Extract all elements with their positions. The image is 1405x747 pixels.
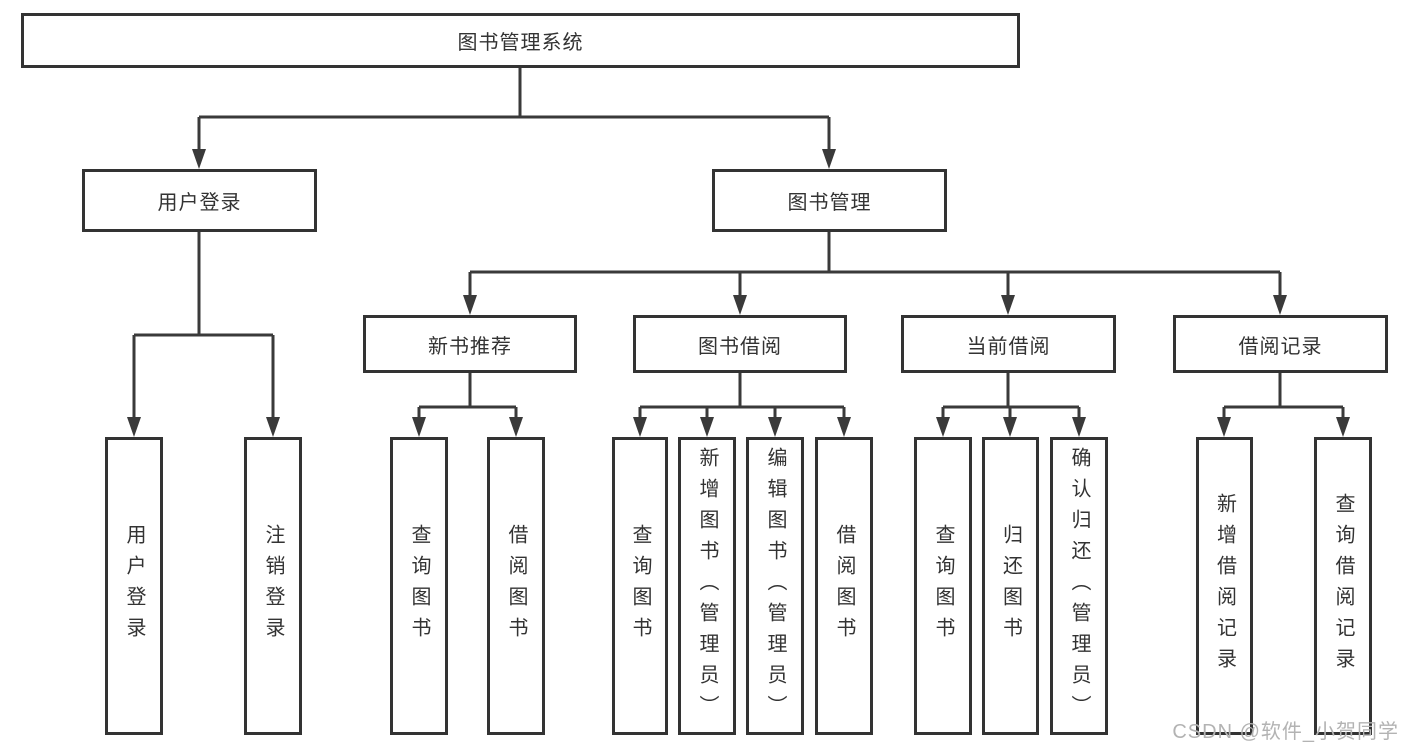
node-new-book-recommend: 新书推荐 xyxy=(363,315,577,373)
node-user-login: 用户登录 xyxy=(82,169,317,232)
leaf-borrow-books-recommend: 借阅图书 xyxy=(487,437,545,735)
node-current-borrow: 当前借阅 xyxy=(901,315,1116,373)
leaf-logout: 注销登录 xyxy=(244,437,302,735)
leaf-add-borrow-record: 新增借阅记录 xyxy=(1196,437,1253,735)
leaf-add-book-admin: 新增图书（管理员） xyxy=(678,437,736,735)
leaf-query-books-current: 查询图书 xyxy=(914,437,972,735)
watermark-text: CSDN @软件_小贺同学 xyxy=(1172,721,1399,743)
leaf-query-books-recommend: 查询图书 xyxy=(390,437,448,735)
leaf-query-books-borrow: 查询图书 xyxy=(612,437,668,735)
leaf-borrow-books-borrow: 借阅图书 xyxy=(815,437,873,735)
leaf-confirm-return-admin: 确认归还（管理员） xyxy=(1050,437,1108,735)
leaf-edit-book-admin: 编辑图书（管理员） xyxy=(746,437,804,735)
node-book-management: 图书管理 xyxy=(712,169,947,232)
node-borrow-records: 借阅记录 xyxy=(1173,315,1388,373)
leaf-user-login: 用户登录 xyxy=(105,437,163,735)
leaf-return-books: 归还图书 xyxy=(982,437,1039,735)
leaf-query-borrow-record: 查询借阅记录 xyxy=(1314,437,1372,735)
node-root: 图书管理系统 xyxy=(21,13,1020,68)
node-book-borrow: 图书借阅 xyxy=(633,315,847,373)
